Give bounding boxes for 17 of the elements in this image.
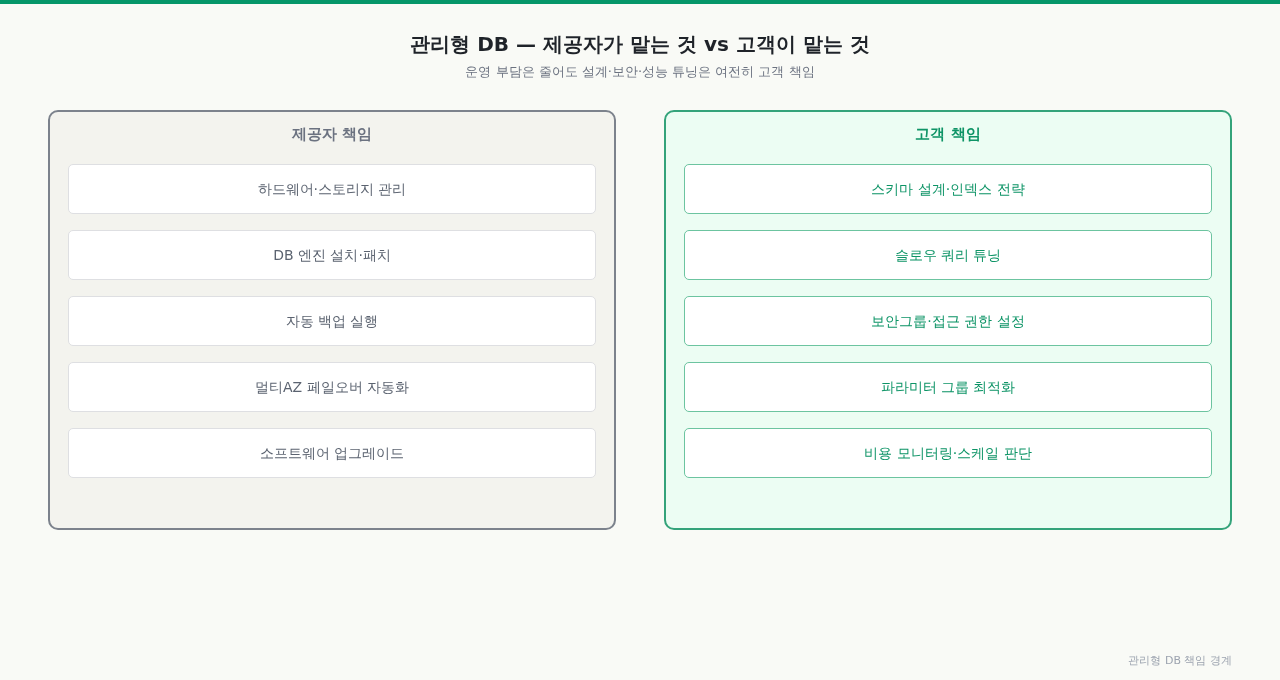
panel-heading: 고객 책임: [915, 124, 981, 145]
diagram-subtitle: 운영 부담은 줄어도 설계·보안·성능 튜닝은 여전히 고객 책임: [465, 63, 815, 81]
responsibility-card: DB 엔진 설치·패치: [68, 230, 596, 280]
responsibility-card: 파라미터 그룹 최적화: [684, 362, 1212, 412]
responsibility-card: 자동 백업 실행: [68, 296, 596, 346]
responsibility-panel: [48, 110, 616, 530]
responsibility-card: 비용 모니터링·스케일 판단: [684, 428, 1212, 478]
responsibility-panel: [664, 110, 1232, 530]
responsibility-card: 슬로우 쿼리 튜닝: [684, 230, 1212, 280]
responsibility-card: 스키마 설계·인덱스 전략: [684, 164, 1212, 214]
responsibility-card: 보안그룹·접근 권한 설정: [684, 296, 1212, 346]
diagram-title: 관리형 DB — 제공자가 맡는 것 vs 고객이 맡는 것: [410, 31, 870, 58]
footer-note: 관리형 DB 책임 경계: [1128, 653, 1232, 669]
responsibility-card: 멀티AZ 페일오버 자동화: [68, 362, 596, 412]
responsibility-card: 하드웨어·스토리지 관리: [68, 164, 596, 214]
responsibility-card: 소프트웨어 업그레이드: [68, 428, 596, 478]
panel-heading: 제공자 책임: [291, 124, 373, 145]
